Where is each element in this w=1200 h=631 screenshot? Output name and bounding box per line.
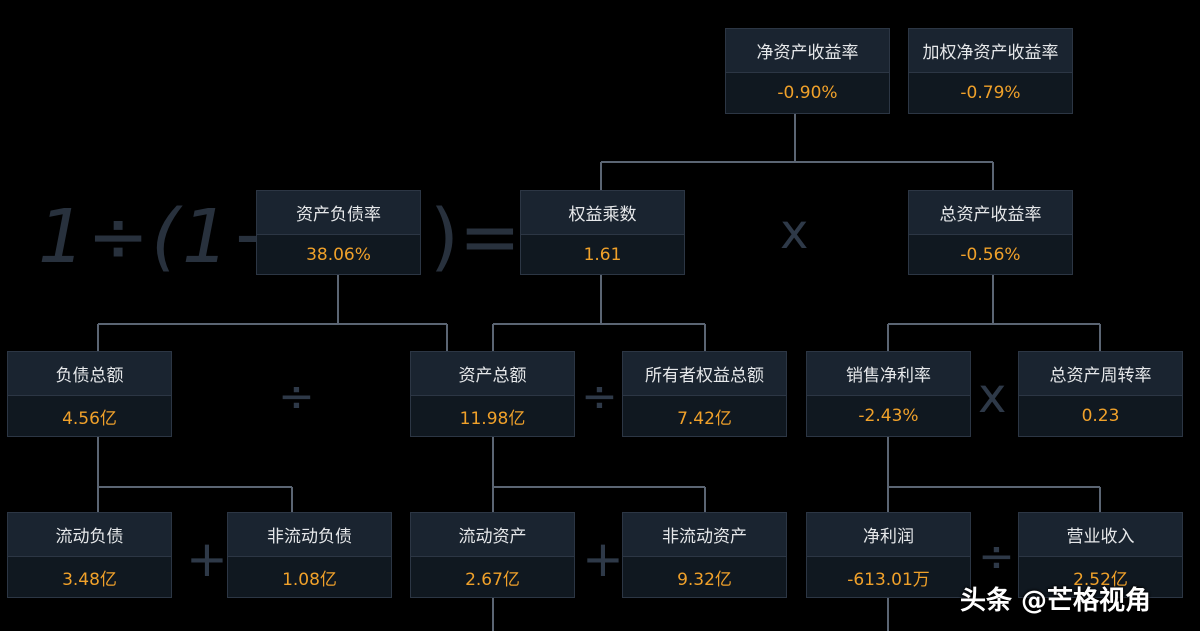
node-label: 加权净资产收益率 <box>909 29 1072 73</box>
node-label: 资产负债率 <box>257 191 420 235</box>
plus-operator: + <box>186 530 228 588</box>
divide-operator: ÷ <box>581 371 618 422</box>
node-equity-multiplier: 权益乘数 1.61 <box>520 190 685 275</box>
node-value: -2.43% <box>858 406 919 426</box>
node-label: 总资产周转率 <box>1019 352 1182 396</box>
times-operator: x <box>978 368 1007 424</box>
divide-operator: ÷ <box>278 371 315 422</box>
node-label: 营业收入 <box>1019 513 1182 557</box>
node-label: 流动负债 <box>8 513 171 557</box>
node-value: -0.79% <box>960 83 1021 103</box>
node-label: 负债总额 <box>8 352 171 396</box>
node-value: -0.90% <box>777 83 838 103</box>
node-value: 1.61 <box>583 244 622 265</box>
node-current-assets: 流动资产 2.67亿 <box>410 512 575 598</box>
times-operator: x <box>780 204 809 260</box>
node-label: 总资产收益率 <box>909 191 1072 235</box>
node-asset-turnover: 总资产周转率 0.23 <box>1018 351 1183 437</box>
divide-operator: ÷ <box>978 531 1015 582</box>
node-value: 7.42亿 <box>677 408 732 429</box>
node-debt-ratio: 资产负债率 38.06% <box>256 190 421 275</box>
node-revenue: 营业收入 2.52亿 <box>1018 512 1183 598</box>
node-label: 非流动负债 <box>228 513 391 557</box>
node-value: 3.48亿 <box>62 569 117 590</box>
node-total-assets: 资产总额 11.98亿 <box>410 351 575 437</box>
node-total-liabilities: 负债总额 4.56亿 <box>7 351 172 437</box>
formula-left: 1÷(1− <box>38 194 296 280</box>
node-net-margin: 销售净利率 -2.43% <box>806 351 971 437</box>
node-value: -613.01万 <box>847 569 930 590</box>
node-net-profit: 净利润 -613.01万 <box>806 512 971 598</box>
plus-operator: + <box>582 530 624 588</box>
node-label: 所有者权益总额 <box>623 352 786 396</box>
watermark: 头条 @芒格视角 <box>960 586 1152 616</box>
node-value: 9.32亿 <box>677 569 732 590</box>
node-roe: 净资产收益率 -0.90% <box>725 28 890 114</box>
formula-right: )= <box>430 194 521 280</box>
node-noncurrent-assets: 非流动资产 9.32亿 <box>622 512 787 598</box>
node-roa: 总资产收益率 -0.56% <box>908 190 1073 275</box>
node-label: 净利润 <box>807 513 970 557</box>
node-label: 销售净利率 <box>807 352 970 396</box>
node-value: -0.56% <box>960 244 1021 265</box>
node-label: 非流动资产 <box>623 513 786 557</box>
node-owners-equity: 所有者权益总额 7.42亿 <box>622 351 787 437</box>
node-value: 2.67亿 <box>465 569 520 590</box>
node-value: 38.06% <box>306 244 371 265</box>
node-weighted-roe: 加权净资产收益率 -0.79% <box>908 28 1073 114</box>
node-value: 11.98亿 <box>459 408 526 429</box>
node-label: 资产总额 <box>411 352 574 396</box>
node-noncurrent-liabilities: 非流动负债 1.08亿 <box>227 512 392 598</box>
node-value: 1.08亿 <box>282 569 337 590</box>
node-value: 4.56亿 <box>62 408 117 429</box>
node-label: 流动资产 <box>411 513 574 557</box>
node-value: 0.23 <box>1081 406 1120 426</box>
node-label: 权益乘数 <box>521 191 684 235</box>
node-value: 2.52亿 <box>1073 569 1128 590</box>
node-label: 净资产收益率 <box>726 29 889 73</box>
node-current-liabilities: 流动负债 3.48亿 <box>7 512 172 598</box>
